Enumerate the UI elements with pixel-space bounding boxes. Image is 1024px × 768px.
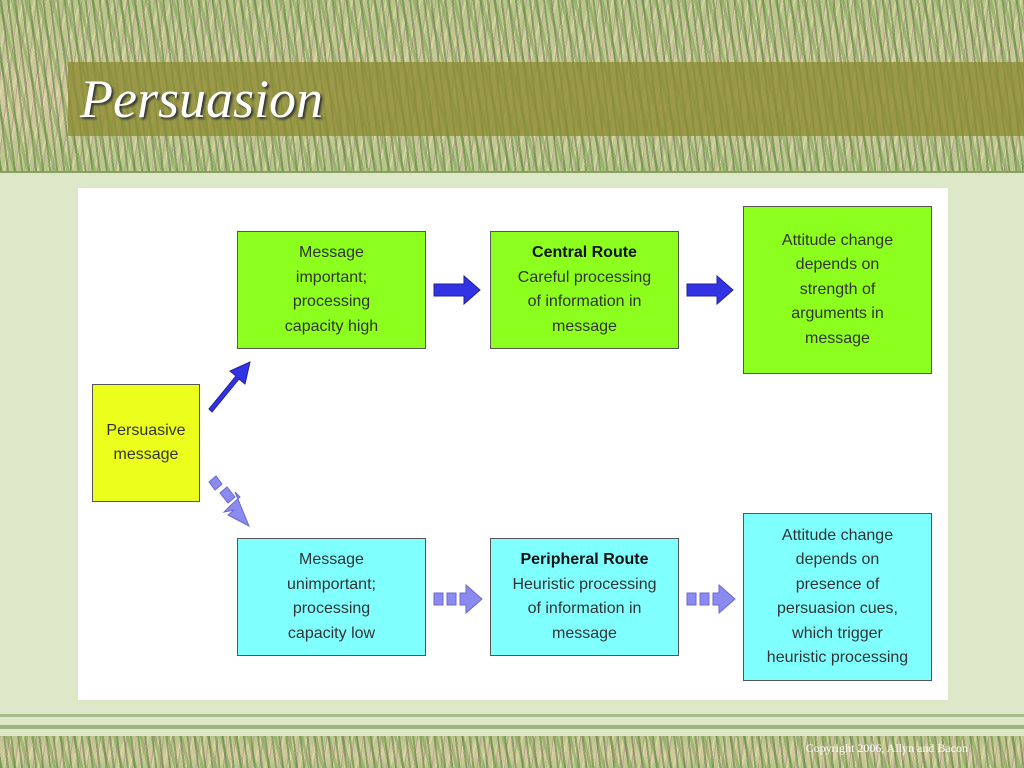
- central-route-title: Central Route: [532, 244, 637, 261]
- route-desc-line: Careful processing: [517, 268, 652, 286]
- peripheral-arrow-2: [686, 583, 736, 615]
- central-route-box: Central Route Careful processing of info…: [490, 231, 679, 349]
- arrows-layer: [208, 274, 736, 615]
- central-outcome-box: Attitude change depends on strength of a…: [743, 206, 932, 374]
- peripheral-outcome-box: Attitude change depends on presence of p…: [743, 513, 932, 681]
- condition-line: processing: [292, 600, 371, 617]
- slide-title: Persuasion: [80, 69, 323, 129]
- condition-line: important;: [295, 268, 368, 286]
- copyright-text: Copyright 2006, Allyn and Bacon: [805, 741, 968, 755]
- footer-divider: [0, 714, 1024, 717]
- route-desc-line: message: [552, 317, 617, 335]
- outcome-line: strength of: [799, 280, 876, 298]
- outcome-line: arguments in: [791, 305, 884, 323]
- peripheral-condition-box: Message unimportant; processing capacity…: [237, 538, 426, 656]
- peripheral-arrow-1: [433, 583, 483, 615]
- condition-line: capacity high: [284, 317, 379, 335]
- outcome-line: depends on: [795, 256, 880, 274]
- title-bar: [68, 62, 1024, 136]
- diagram-panel: Persuasive message Message important; pr…: [78, 188, 948, 700]
- route-desc-line: of information in: [527, 600, 642, 617]
- outcome-line: message: [805, 329, 870, 347]
- outcome-line: Attitude change: [781, 526, 894, 544]
- outcome-line: which trigger: [792, 624, 883, 642]
- peripheral-branch-arrow: [208, 475, 250, 528]
- condition-line: Message: [299, 551, 364, 568]
- outcome-line: presence of: [795, 575, 880, 593]
- footer-divider: [0, 725, 1024, 729]
- outcome-line: Attitude change: [781, 231, 894, 249]
- route-desc-line: message: [552, 624, 617, 642]
- route-desc-line: Heuristic processing: [512, 575, 657, 593]
- outcome-line: heuristic processing: [766, 649, 909, 666]
- start-line: message: [113, 446, 179, 463]
- footer-texture: [0, 736, 1024, 768]
- outcome-line: persuasion cues,: [777, 600, 898, 617]
- header-divider: [0, 171, 1024, 173]
- route-desc-line: of information in: [527, 293, 642, 310]
- central-arrow-2: [686, 274, 734, 306]
- condition-line: capacity low: [287, 624, 376, 642]
- condition-line: unimportant;: [287, 575, 376, 593]
- condition-line: processing: [292, 293, 371, 310]
- persuasive-message-box: Persuasive message: [92, 384, 200, 502]
- peripheral-route-title: Peripheral Route: [520, 551, 649, 568]
- start-line: Persuasive: [106, 421, 186, 439]
- outcome-line: depends on: [795, 551, 880, 568]
- central-branch-arrow: [208, 361, 251, 413]
- central-arrow-1: [433, 274, 481, 306]
- central-condition-box: Message important; processing capacity h…: [237, 231, 426, 349]
- condition-line: Message: [299, 244, 364, 261]
- peripheral-route-box: Peripheral Route Heuristic processing of…: [490, 538, 679, 656]
